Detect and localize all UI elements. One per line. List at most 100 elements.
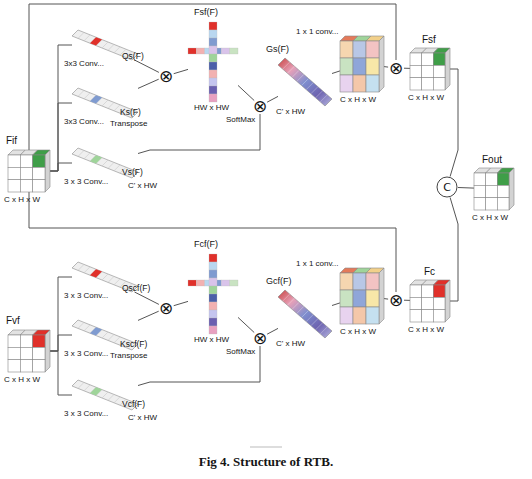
output-tensor: FcC x H x W (410, 280, 450, 322)
band-stripe (297, 306, 304, 313)
map-column (209, 254, 217, 262)
cube-cell (340, 58, 353, 75)
connector-line (138, 114, 260, 154)
cube-cell (410, 297, 422, 309)
node-label: C x H x W (340, 96, 376, 105)
band-stripe (292, 70, 299, 77)
map-column (209, 94, 217, 102)
conv-kernel: 3 x 3 Conv...Kscf(F) (72, 320, 138, 350)
node-shape (410, 280, 450, 322)
node-label: Fout (482, 154, 502, 165)
cube-cell (366, 307, 379, 324)
connector-line (384, 66, 388, 68)
connector-line (238, 317, 254, 332)
cube-cell (366, 75, 379, 92)
cube-cell (340, 307, 353, 324)
output-tensor: FsfC x H x W (410, 48, 450, 90)
band-stripe (114, 47, 120, 53)
cube-cell (20, 167, 32, 179)
node-label: Fsf (422, 34, 436, 45)
connector-line (174, 301, 188, 305)
band-stripe (102, 392, 108, 398)
cube-side (45, 150, 50, 192)
band-stripe (78, 150, 84, 156)
multiply-op: ⊗ (388, 60, 404, 76)
cube-cell (422, 310, 434, 322)
feature-vector: Gcf(F)C' x HW (278, 290, 332, 338)
node-label: Fcf(F) (194, 240, 218, 250)
connector-line (29, 4, 396, 150)
band-highlight (90, 327, 102, 335)
cube-cell (340, 75, 353, 92)
operator-symbol: ⊗ (388, 60, 404, 76)
band-stripe (84, 385, 90, 391)
vector-band (278, 58, 332, 106)
feature-vector: Gs(F)C' x HW (278, 58, 332, 106)
band-stripe (102, 42, 108, 48)
edge-label: 1 x 1 conv... (296, 260, 339, 269)
input-tensor: FvfC x H x W (8, 330, 50, 372)
band-stripe (108, 394, 114, 400)
band-stripe (297, 74, 304, 81)
concat-op: C (436, 176, 458, 198)
multiply-op: ⊗ (388, 292, 404, 308)
cube-side (379, 36, 384, 92)
band-stripe (108, 334, 114, 340)
band-stripe (84, 153, 90, 159)
concat-circle (437, 177, 457, 197)
cube-cell (410, 285, 422, 297)
band-stripe (78, 90, 84, 96)
band-stripe (306, 83, 313, 90)
map-row (188, 48, 196, 54)
cube-cell (410, 78, 422, 90)
connector-line (50, 277, 72, 351)
band-stripe (114, 105, 120, 111)
node-label: Fif (6, 135, 17, 146)
band-stripe (306, 315, 313, 322)
node-label: Fsf(F) (194, 8, 218, 18)
cube-cell (353, 273, 366, 290)
node-shape (278, 58, 332, 106)
connector-line (138, 311, 159, 320)
node-label: Qs(F) (122, 52, 144, 61)
map-column (209, 62, 217, 70)
cube-cell (33, 360, 45, 372)
band-stripe (78, 32, 84, 38)
node-shape (474, 168, 514, 210)
node-label: C' x HW (128, 182, 157, 191)
edge-label: SoftMax (226, 348, 255, 357)
connector-line (174, 69, 188, 73)
map-row (196, 280, 204, 286)
cube-cell (8, 155, 20, 167)
node-label: 3 x 3 Conv... (64, 292, 108, 301)
conv-kernel: 3 x 3 Conv...Vs(F)C' x HW (72, 148, 138, 178)
connector-line (29, 192, 396, 292)
cube-cell (422, 65, 434, 77)
cube-cell (33, 180, 45, 192)
connector-line (138, 346, 260, 386)
map-column (209, 294, 217, 302)
attention-map: Fsf(F)HW x HW (188, 22, 238, 102)
node-label: HW x HW (194, 104, 229, 113)
cube-cell (422, 53, 434, 65)
band-stripe (108, 44, 114, 50)
map-row (196, 48, 204, 54)
cube-cell (8, 180, 20, 192)
connector-line (238, 85, 254, 100)
map-column (209, 270, 217, 278)
feature-tensor: C x H x W (340, 268, 384, 324)
map-column (209, 46, 217, 54)
band-stripe (78, 264, 84, 270)
node-shape (8, 150, 50, 192)
node-label: Vs(F) (122, 168, 143, 177)
band-stripe (114, 397, 120, 403)
band-stripe (320, 327, 327, 334)
cube-cell (433, 65, 445, 77)
cube-cell (366, 58, 379, 75)
cube-cell (422, 78, 434, 90)
node-label: Gcf(F) (266, 277, 292, 287)
feature-tensor: C x H x W (340, 36, 384, 92)
band-stripe (287, 298, 294, 305)
band-stripe (102, 100, 108, 106)
